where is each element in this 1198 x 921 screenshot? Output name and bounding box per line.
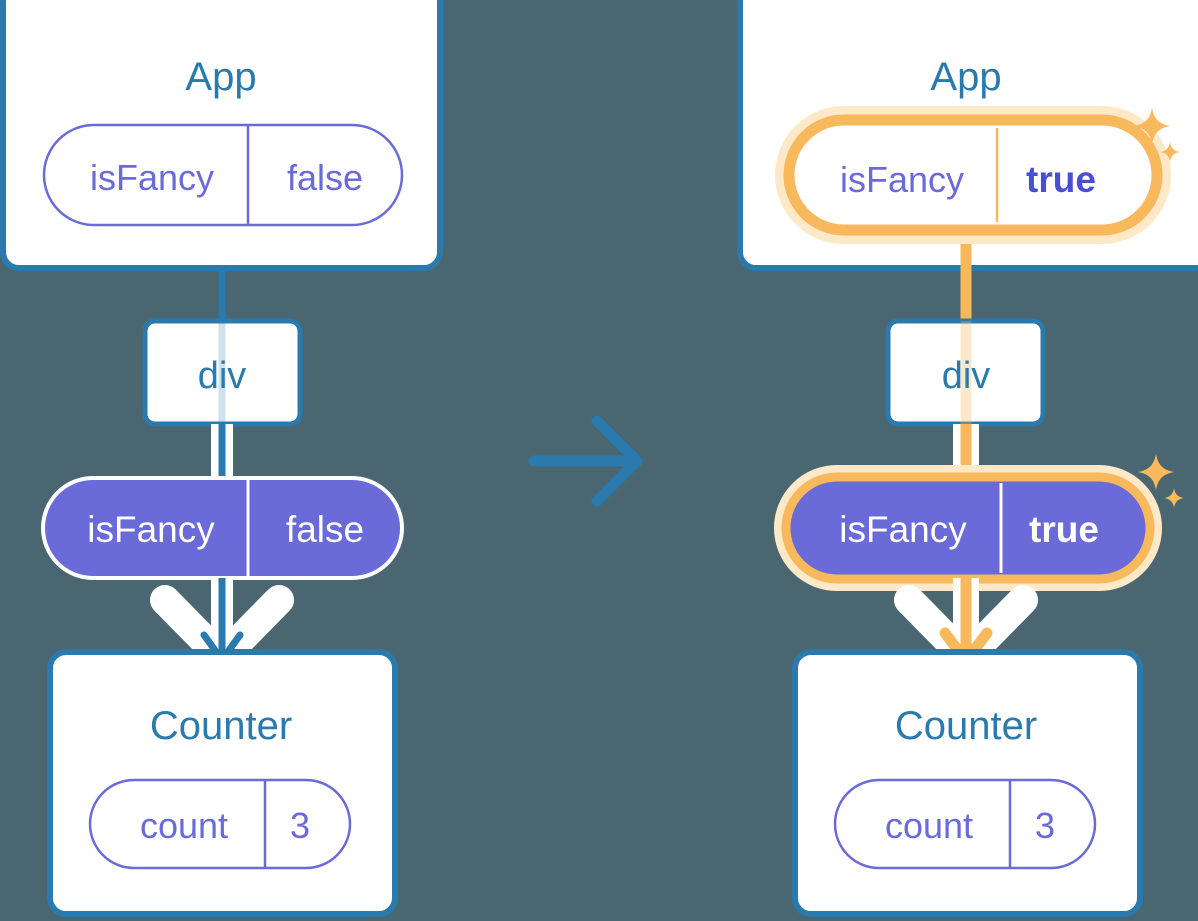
counter-state-pill-after-name: count [885, 805, 973, 846]
props-pill-name: isFancy [87, 509, 215, 550]
counter-state-pill-name: count [140, 805, 228, 846]
sparkle-small-icon [1164, 488, 1184, 508]
counter-card-after-title: Counter [895, 704, 1037, 748]
app-state-pill[interactable]: isFancy false [42, 123, 404, 227]
div-card-label: div [198, 355, 247, 397]
counter-state-pill-after[interactable]: count 3 [833, 778, 1097, 870]
counter-card-title: Counter [150, 704, 292, 748]
app-card-after-title: App [930, 55, 1001, 99]
div-card[interactable]: div [142, 318, 303, 427]
div-card-after-label: div [942, 355, 991, 397]
props-pill-after-value: true [1029, 509, 1099, 550]
props-pill-value: false [286, 509, 364, 550]
div-card-after[interactable]: div [885, 318, 1046, 427]
transition-arrow [528, 415, 643, 507]
counter-state-pill-body [88, 778, 352, 870]
counter-card-after[interactable]: Counter count 3 [792, 649, 1143, 917]
counter-state-pill[interactable]: count 3 [88, 778, 352, 870]
app-state-pill-after[interactable]: isFancy true [775, 106, 1171, 244]
props-pill[interactable]: isFancy false [41, 476, 404, 580]
counter-card[interactable]: Counter count 3 [47, 649, 398, 917]
counter-state-pill-after-body [833, 778, 1097, 870]
app-state-pill-name: isFancy [90, 157, 214, 198]
app-card-title: App [185, 55, 256, 99]
props-pill-after-name: isFancy [839, 509, 967, 550]
app-state-pill-after-name: isFancy [840, 159, 964, 200]
app-state-pill-value: false [287, 157, 363, 198]
counter-state-pill-after-value: 3 [1035, 805, 1055, 846]
app-state-pill-body [42, 123, 404, 227]
after-group: App isFancy true div [737, 0, 1198, 917]
counter-state-pill-value: 3 [290, 805, 310, 846]
app-state-pill-after-body [783, 114, 1163, 236]
app-state-pill-after-value: true [1026, 159, 1096, 200]
before-group: App isFancy false div isFancy false [0, 0, 443, 917]
props-pill-after[interactable]: isFancy true [774, 465, 1162, 591]
app-card[interactable]: App isFancy false [0, 0, 443, 271]
